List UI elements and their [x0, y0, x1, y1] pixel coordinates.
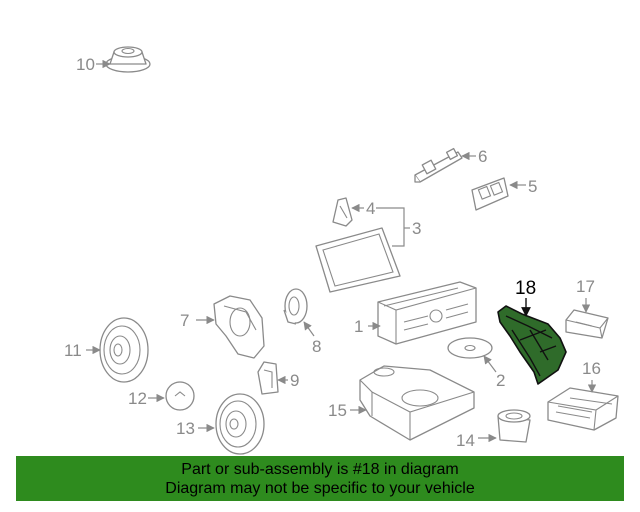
part-16-amplifier[interactable] — [547, 387, 619, 431]
part-13-woofer[interactable] — [215, 393, 265, 455]
part-3-display-screen[interactable] — [315, 227, 401, 293]
banner-line-1: Part or sub-assembly is #18 in diagram — [181, 460, 459, 478]
callout-8: 8 — [312, 337, 321, 356]
callout-6: 6 — [478, 147, 487, 166]
part-11-woofer[interactable] — [99, 317, 149, 383]
part-2-disc[interactable] — [447, 337, 493, 359]
callout-12: 12 — [128, 389, 147, 408]
leader-8 — [303, 321, 315, 337]
part-1-head-unit[interactable] — [377, 281, 477, 345]
callout-3: 3 — [412, 219, 421, 238]
part-5-switch-panel[interactable] — [471, 177, 509, 211]
callout-17: 17 — [576, 277, 595, 296]
part-10-tweeter[interactable] — [105, 46, 151, 73]
callout-9: 9 — [290, 371, 299, 390]
callout-16: 16 — [582, 359, 601, 378]
banner-line-2: Diagram may not be specific to your vehi… — [165, 479, 475, 497]
notice-banner: Part or sub-assembly is #18 in diagram D… — [16, 456, 624, 501]
callout-15: 15 — [328, 401, 347, 420]
callout-13: 13 — [176, 419, 195, 438]
callout-14: 14 — [456, 431, 475, 450]
callout-5: 5 — [528, 177, 537, 196]
part-18-bracket-highlighted[interactable] — [497, 305, 567, 385]
bracket-3 — [376, 207, 405, 247]
part-12-round-cover[interactable] — [165, 381, 195, 411]
part-14-speaker-cup[interactable] — [497, 409, 531, 443]
part-17-module[interactable] — [565, 309, 609, 339]
callout-11: 11 — [64, 341, 82, 360]
part-6-bracket[interactable] — [414, 147, 463, 183]
part-7-speaker-bracket[interactable] — [213, 295, 265, 359]
parts-diagram: 10 6 5 4 3 7 8 — [64, 46, 619, 455]
callout-7: 7 — [180, 311, 189, 330]
part-9-clip[interactable] — [257, 361, 279, 395]
callout-10: 10 — [76, 55, 95, 74]
callout-1: 1 — [354, 317, 363, 336]
callout-4: 4 — [366, 199, 375, 218]
part-4-clip[interactable] — [332, 197, 353, 227]
callout-2: 2 — [496, 371, 505, 390]
part-8-round-speaker[interactable] — [283, 288, 308, 325]
leader-2 — [483, 355, 497, 373]
part-15-console-housing[interactable] — [359, 365, 475, 441]
callout-18: 18 — [515, 278, 536, 299]
